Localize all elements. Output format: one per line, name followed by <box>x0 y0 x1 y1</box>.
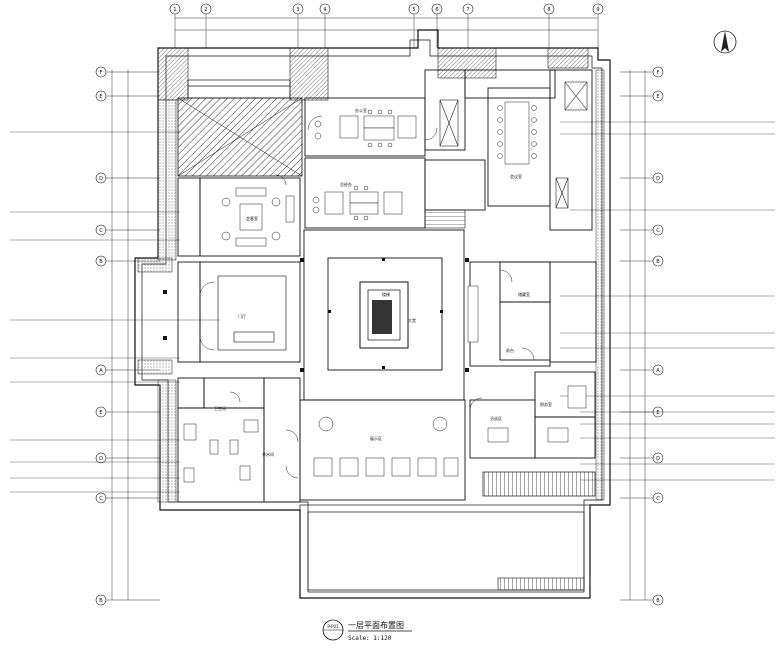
stair-runs <box>424 209 596 591</box>
axis-bubble-top-4: 4 <box>323 7 326 13</box>
top-axis-bubbles: 1 2 3 4 5 6 7 8 9 <box>169 3 604 15</box>
axis-bubble-right-2: E <box>656 94 659 100</box>
axis-bubble-left-7: E <box>99 410 102 416</box>
structural-columns <box>163 258 469 372</box>
right-axis-bubbles: F E D C B A E D C B <box>652 66 664 606</box>
room-label-tea: 茶水间 <box>262 451 274 457</box>
axis-bubble-left-9: C <box>99 496 103 502</box>
room-label-finance: 财务室 <box>540 401 552 407</box>
axis-bubble-left-2: E <box>99 94 102 100</box>
right-callout-leaders <box>560 121 775 481</box>
room-label-office-a: 办公室 <box>355 107 367 113</box>
room-label-reading: 洽谈区 <box>490 415 502 421</box>
north-arrow-icon <box>713 30 737 54</box>
title-block: P-P01 一层平面布置图 Scale: 1:120 <box>322 619 412 642</box>
axis-bubble-top-8: 8 <box>547 7 550 13</box>
hatched-void-area <box>177 97 303 177</box>
axis-bubble-left-4: C <box>99 228 103 234</box>
elevator-shaft <box>439 81 588 209</box>
axis-bubble-top-7: 7 <box>466 7 469 13</box>
left-axis-grid <box>104 70 160 601</box>
interior-walls <box>177 69 597 503</box>
axis-bubble-top-5: 5 <box>412 7 415 13</box>
left-callout-leaders <box>10 131 220 493</box>
drawing-number: P-P01 <box>327 624 339 629</box>
axis-bubble-right-9: C <box>656 496 660 502</box>
right-axis-grid <box>620 70 660 601</box>
room-label-reception: 前台 <box>506 347 514 353</box>
axis-bubble-right-10: B <box>656 598 660 604</box>
room-labels: 办公室 总经办 会客室 会议室 大堂 门厅 展示区 洽谈区 卫生间 茶水间 财务… <box>214 107 552 457</box>
axis-bubble-left-10: B <box>99 598 103 604</box>
axis-bubble-top-1: 1 <box>173 7 176 13</box>
top-entrance <box>187 79 291 99</box>
left-axis-bubbles: F E D C B A E D C B <box>95 66 107 606</box>
drawing-title: 一层平面布置图 <box>348 620 404 630</box>
axis-bubble-right-1: F <box>657 70 660 76</box>
axis-bubble-left-5: B <box>99 259 103 265</box>
room-label-hall: 大堂 <box>408 317 416 323</box>
room-label-office-b: 总经办 <box>340 181 352 187</box>
axis-bubble-right-5: B <box>656 259 660 265</box>
axis-bubble-right-4: C <box>656 228 660 234</box>
axis-bubble-right-6: A <box>656 368 660 374</box>
room-label-exhibit: 展示区 <box>370 435 382 441</box>
room-label-stair: 楼梯 <box>382 291 390 297</box>
axis-bubble-top-9: 9 <box>596 7 599 13</box>
central-stair-core: 楼梯 <box>359 281 409 349</box>
axis-bubble-right-7: E <box>656 410 659 416</box>
axis-bubble-top-6: 6 <box>435 7 438 13</box>
top-axis-grid <box>174 12 599 48</box>
room-label-lobby: 门厅 <box>238 313 246 319</box>
axis-bubble-left-3: D <box>99 176 103 182</box>
axis-bubble-right-8: D <box>656 456 660 462</box>
furniture-office-desks <box>183 101 587 483</box>
bottom-terrace <box>299 504 591 599</box>
axis-bubble-left-1: F <box>100 70 103 76</box>
axis-bubble-left-8: D <box>99 456 103 462</box>
room-label-store: 储藏室 <box>518 291 530 297</box>
door-swings <box>199 115 535 479</box>
room-label-lounge: 会客室 <box>246 215 258 221</box>
room-label-toilet: 卫生间 <box>214 405 226 411</box>
room-label-meeting: 会议室 <box>510 173 522 179</box>
axis-bubble-left-6: A <box>99 368 103 374</box>
drawing-scale: Scale: 1:120 <box>348 635 392 642</box>
axis-bubble-right-3: D <box>656 176 660 182</box>
axis-bubble-top-3: 3 <box>296 7 299 13</box>
axis-bubble-top-2: 2 <box>204 7 207 13</box>
lobby-frame <box>217 275 287 351</box>
